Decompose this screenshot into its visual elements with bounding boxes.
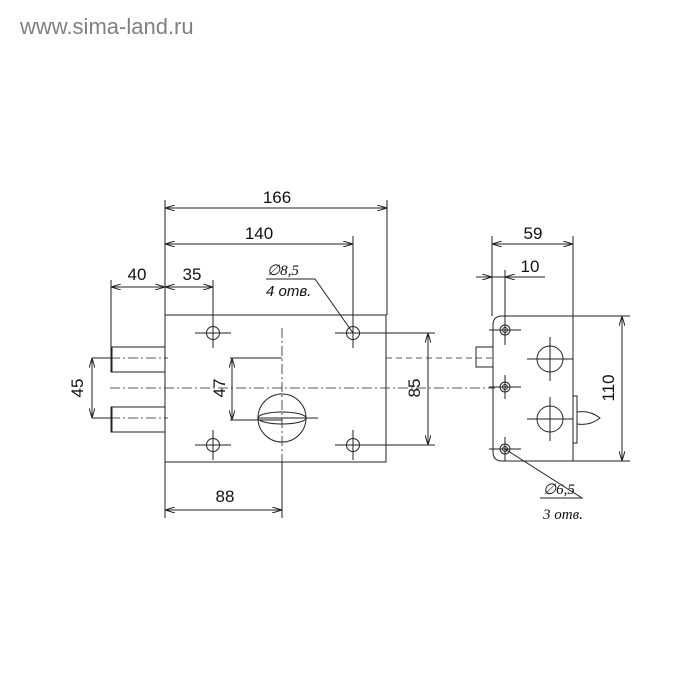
dim-166: 166 — [263, 188, 291, 207]
dim-45: 45 — [68, 379, 87, 398]
strike-hole-count: 3 отв. — [542, 507, 583, 523]
dim-47: 47 — [210, 379, 229, 398]
main-hole-diameter: ∅8,5 — [267, 263, 299, 279]
main-hole-count: 4 отв. — [266, 283, 311, 300]
dim-140: 140 — [245, 224, 273, 243]
dim-88: 88 — [216, 487, 235, 506]
lock-body — [110, 314, 495, 505]
keyhole — [257, 393, 318, 443]
site-watermark: www.sima-land.ru — [20, 14, 194, 39]
dimension-labels: 166 140 40 35 45 47 85 88 59 10 110 ∅8,5… — [68, 188, 618, 523]
dim-85: 85 — [405, 379, 424, 398]
dim-40: 40 — [128, 265, 147, 284]
dim-35: 35 — [183, 265, 202, 284]
strike-hole-diameter: ∅6,5 — [543, 482, 575, 498]
dim-59: 59 — [524, 224, 543, 243]
dim-110: 110 — [599, 374, 618, 401]
dim-10: 10 — [521, 257, 540, 276]
dimension-lines — [92, 200, 630, 518]
